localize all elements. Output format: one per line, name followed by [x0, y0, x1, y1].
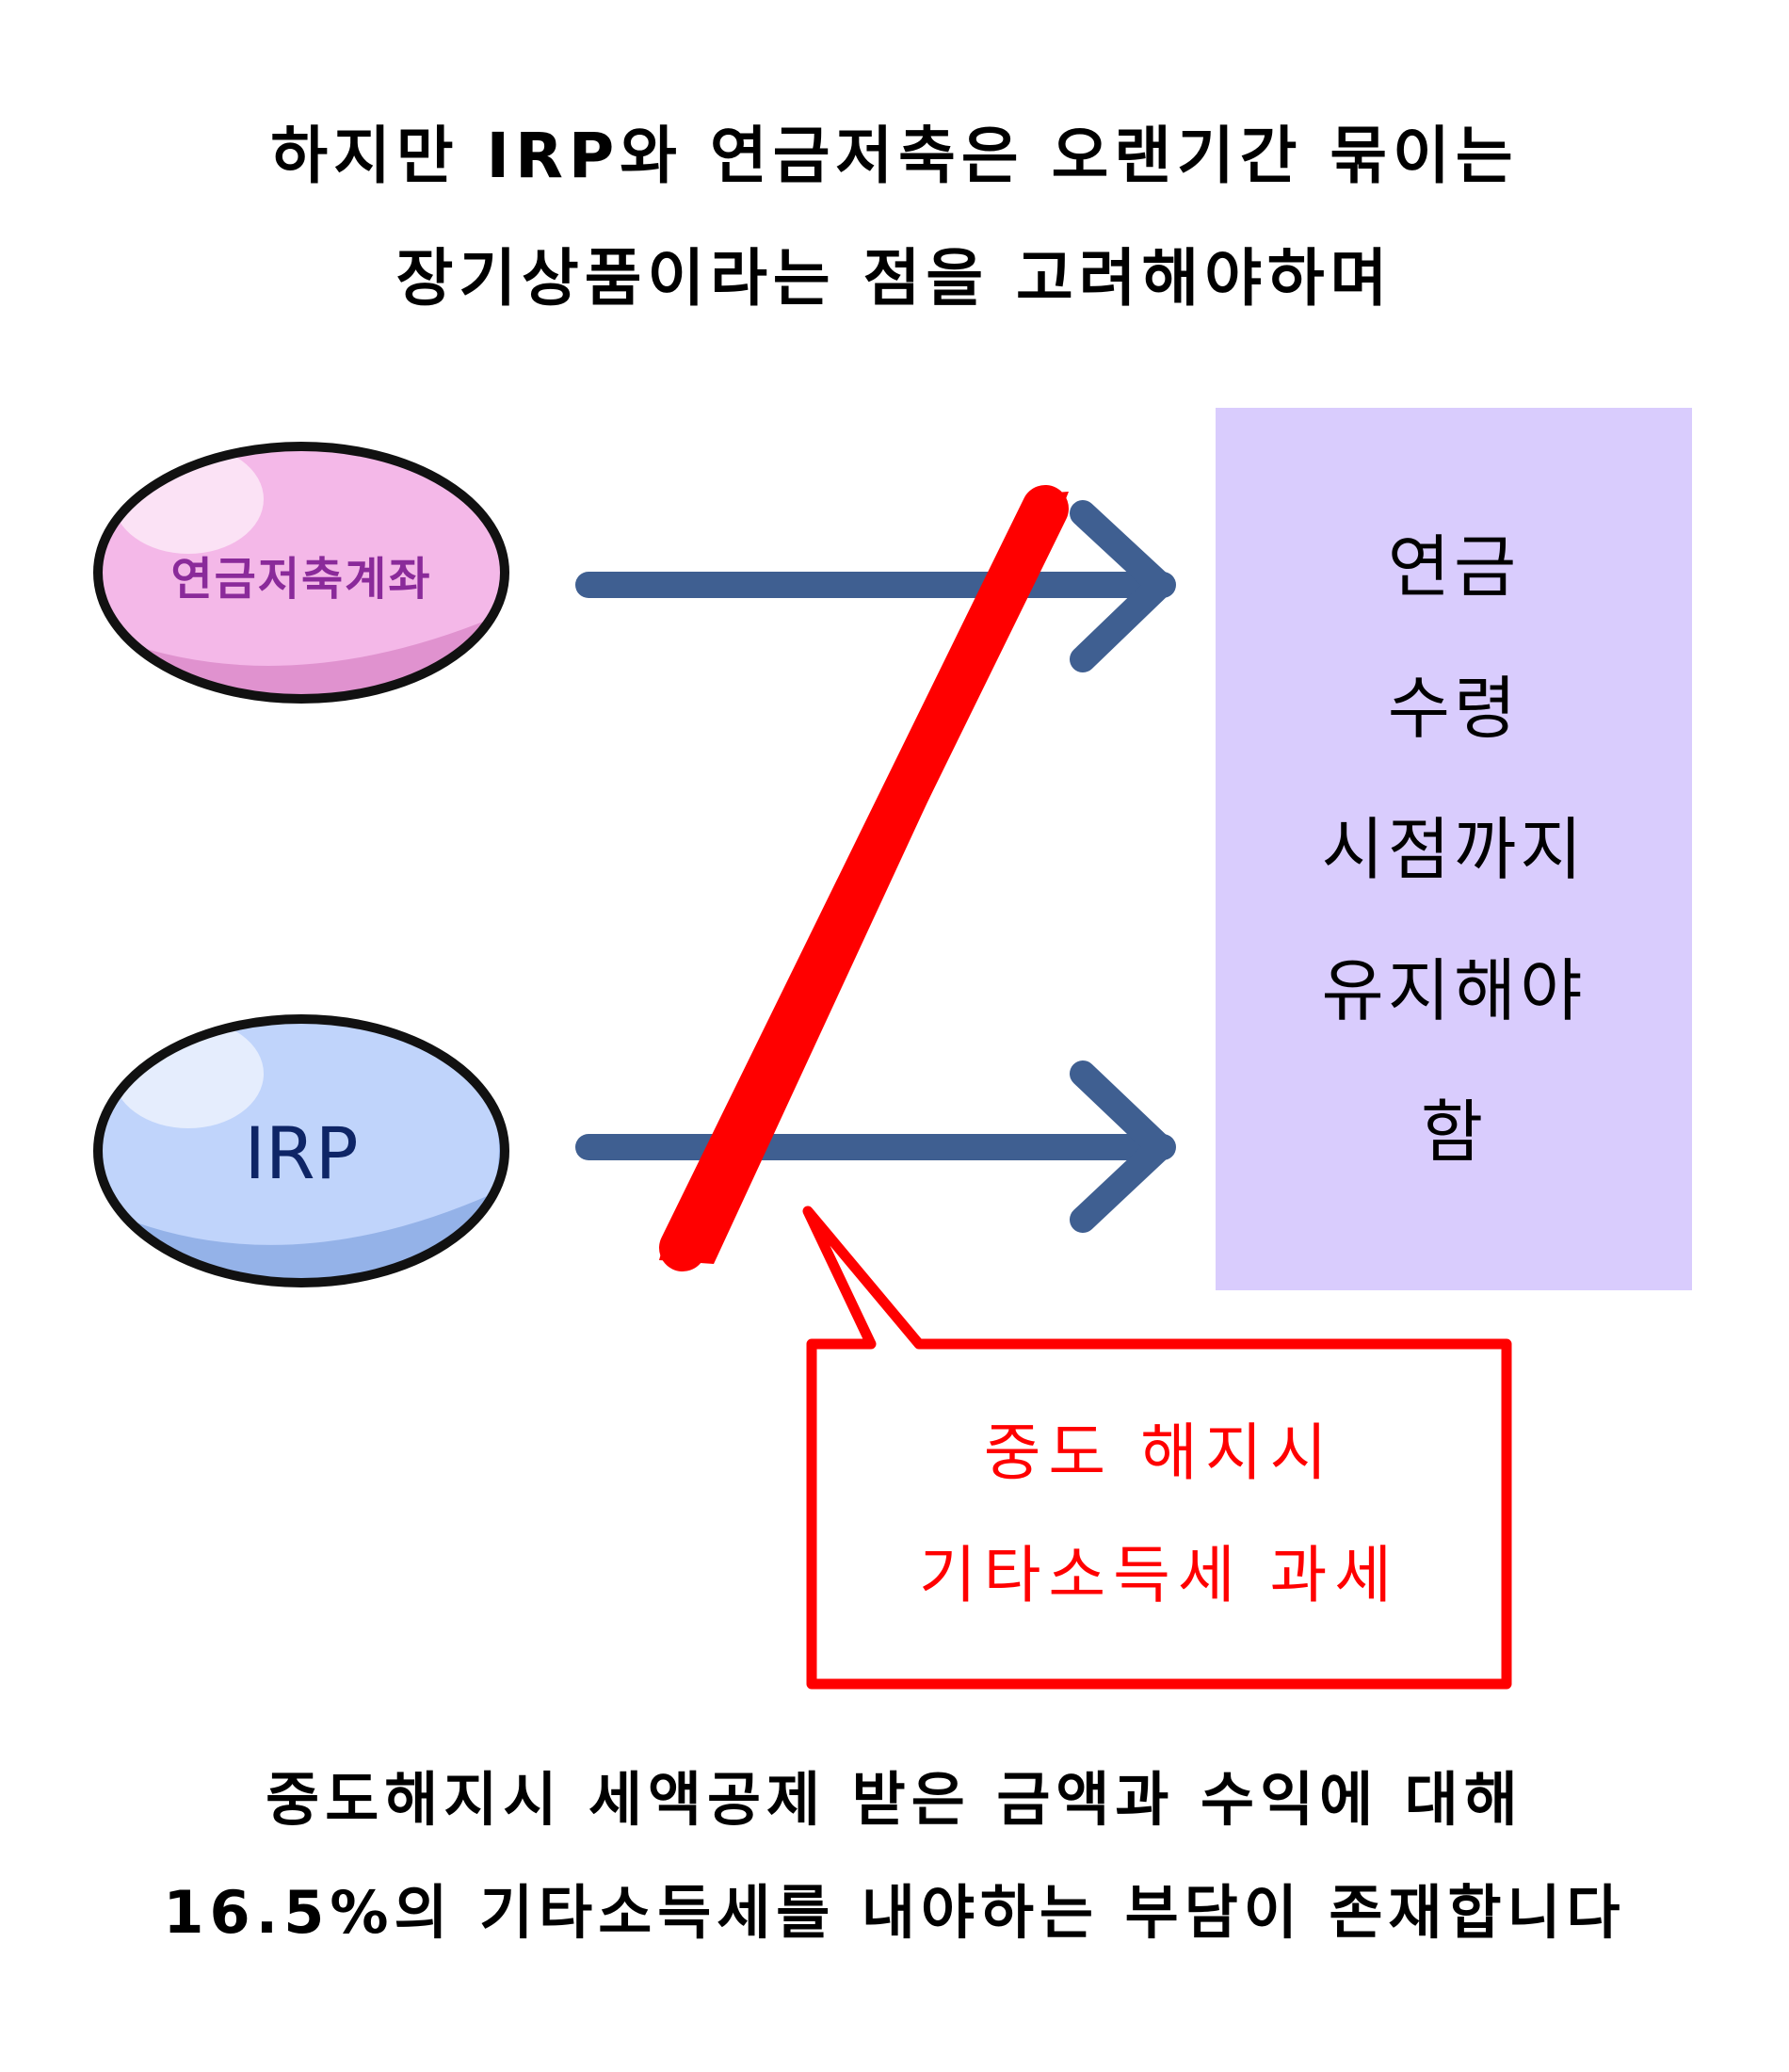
pension-savings-label: 연금저축계좌 — [170, 553, 432, 606]
box-line-5: 함 — [1420, 1092, 1488, 1172]
box-line-4: 유지해야 — [1321, 950, 1587, 1030]
arrow-top — [575, 500, 1176, 672]
callout-line-1: 중도 해지시 — [983, 1416, 1335, 1489]
callout-text: 중도 해지시 기타소득세 과세 — [812, 1342, 1507, 1686]
red-slash — [659, 485, 1069, 1271]
callout-line-2: 기타소득세 과세 — [918, 1538, 1400, 1611]
header-line-1: 하지만 IRP와 연금저축은 오랜기간 묶이는 — [270, 120, 1519, 192]
header-line-2: 장기상품이라는 점을 고려해야하며 — [395, 242, 1394, 315]
footer-line-1: 중도해지시 세액공제 받은 금액과 수익에 대해 — [266, 1765, 1523, 1834]
box-line-3: 시점까지 — [1321, 809, 1587, 889]
arrow-bottom — [575, 1060, 1176, 1233]
irp-label: IRP — [244, 1111, 359, 1195]
box-line-1: 연금 — [1387, 526, 1521, 607]
callout-bubble — [802, 1206, 1512, 1690]
pension-requirement-box: 연금 수령 시점까지 유지해야 함 — [1216, 408, 1692, 1290]
footer-line-2: 16.5%의 기타소득세를 내야하는 부담이 존재합니다 — [163, 1878, 1626, 1947]
box-line-2: 수령 — [1387, 668, 1521, 748]
